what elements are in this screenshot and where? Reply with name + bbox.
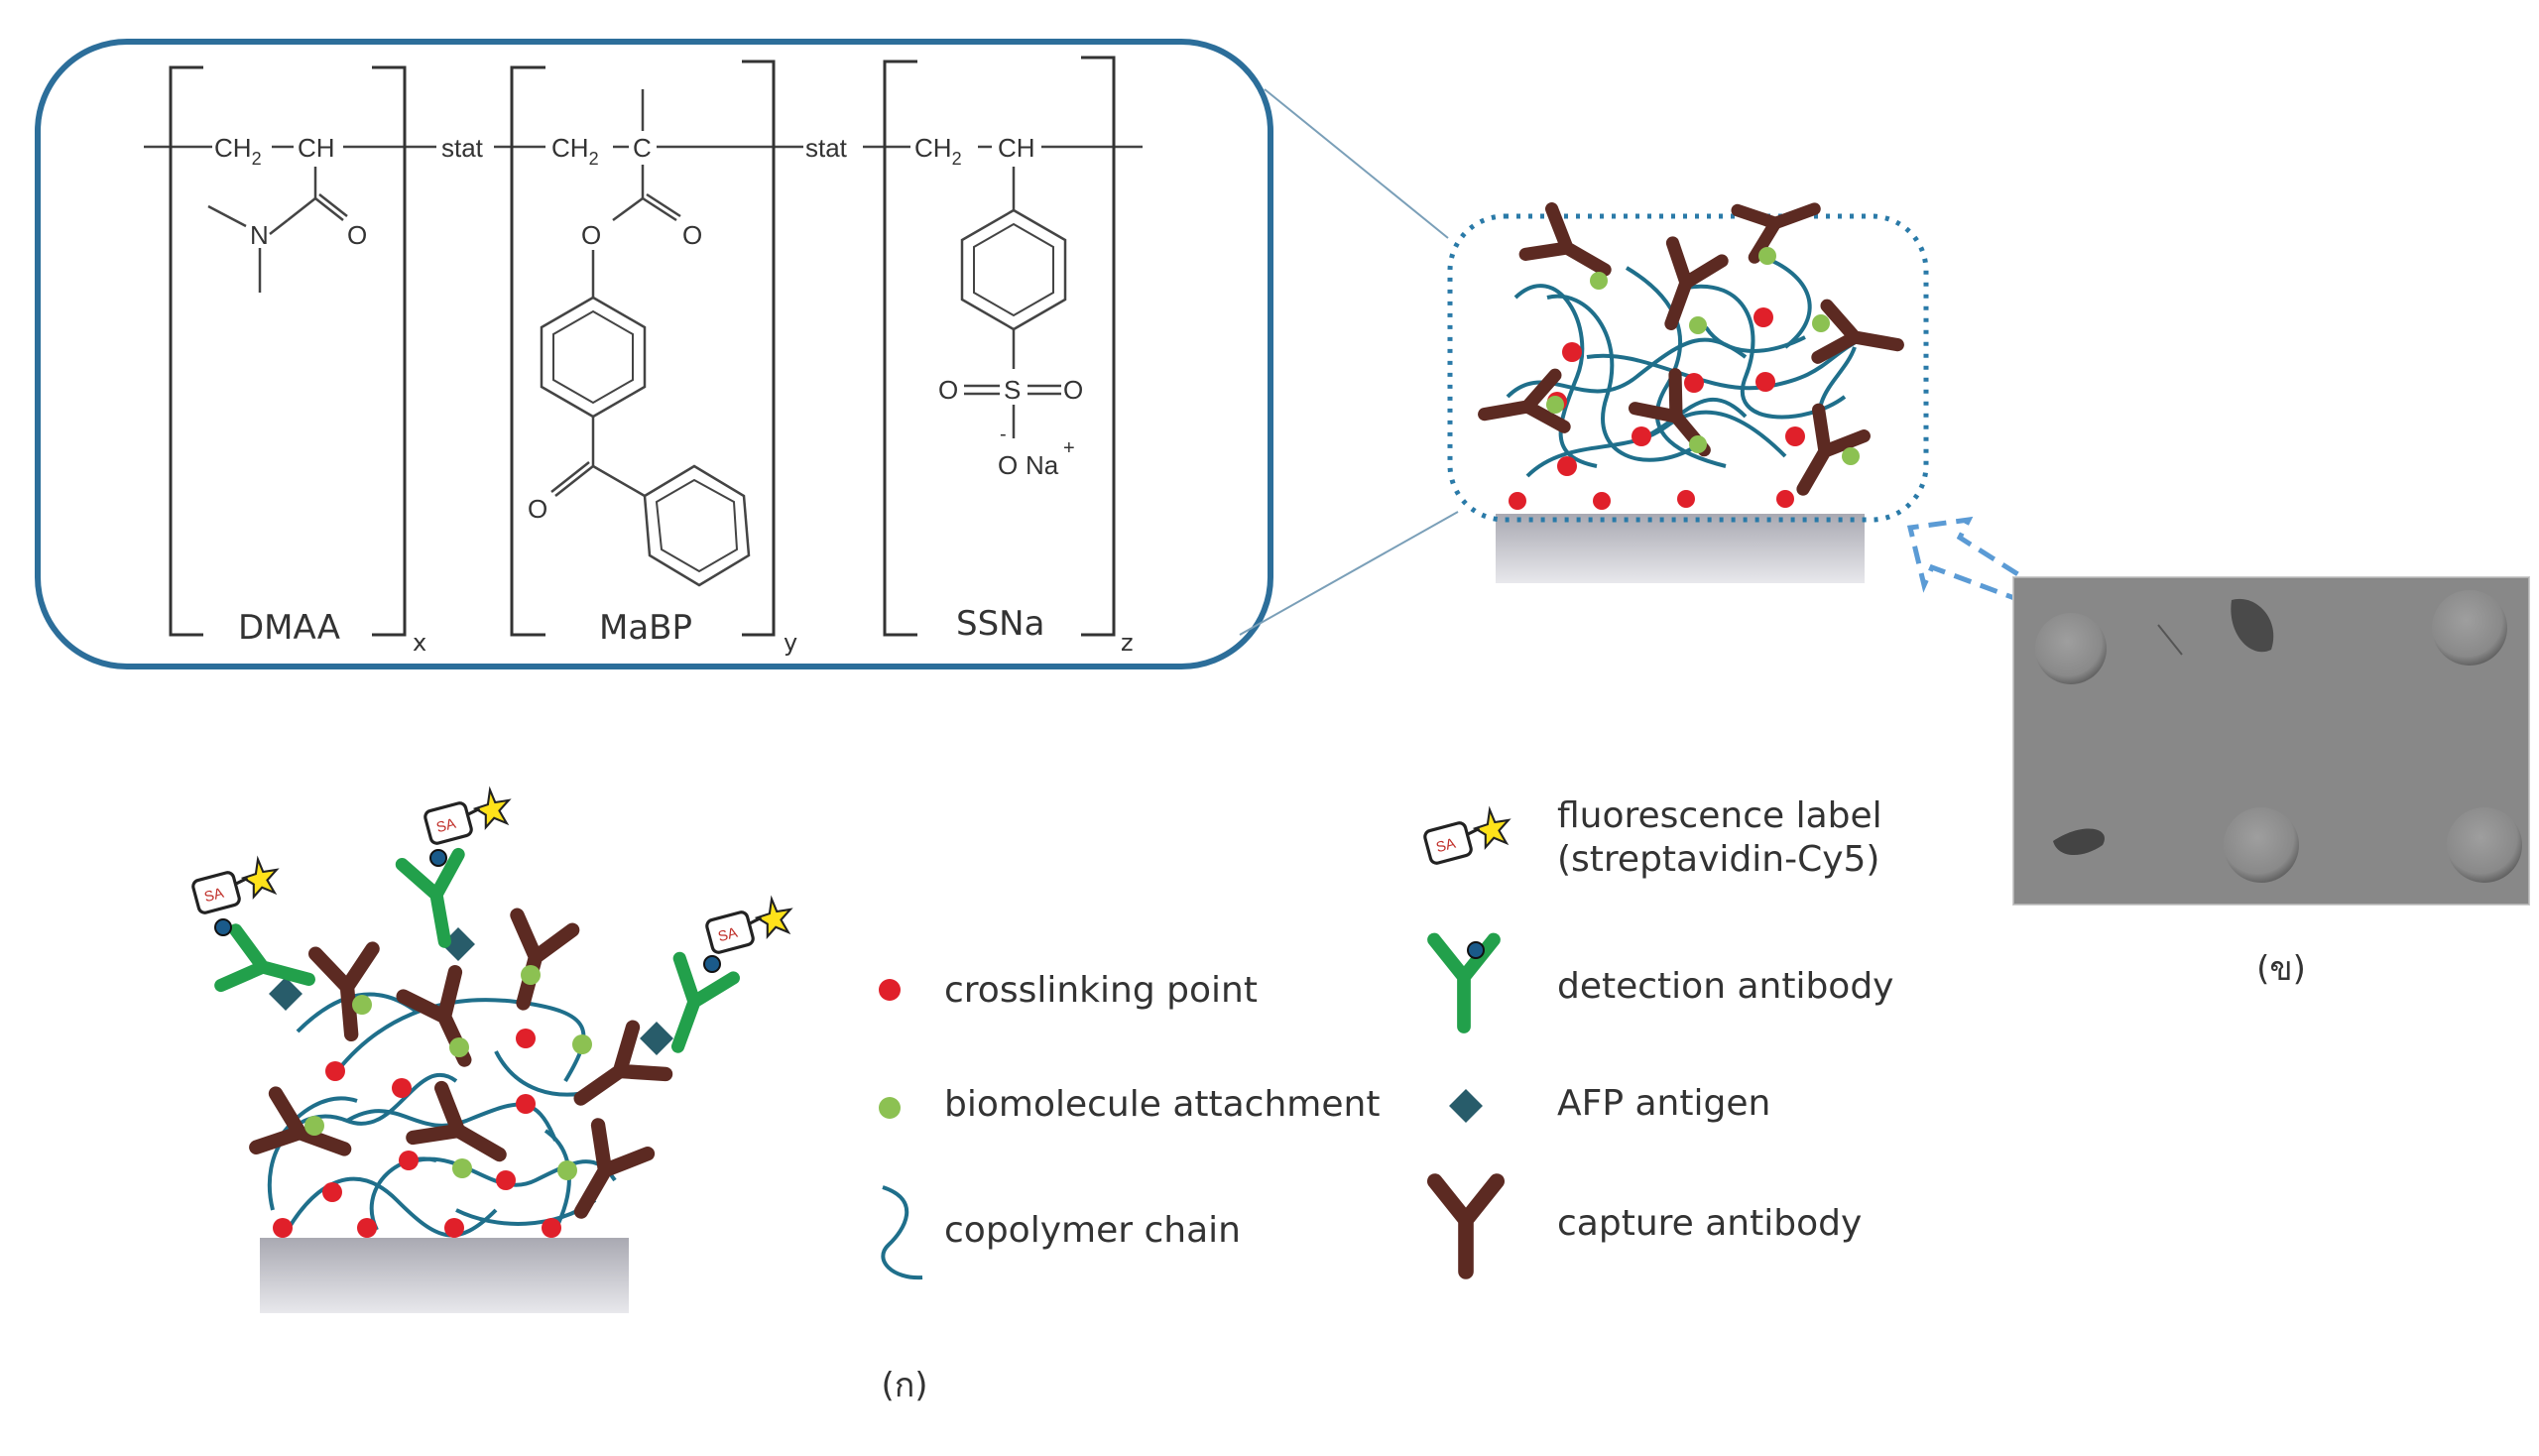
legend-wave-icon xyxy=(881,1185,923,1280)
caption-b: (ข) xyxy=(2256,949,2306,989)
svg-text:+: + xyxy=(1063,437,1075,459)
substrate-bottom xyxy=(260,1238,629,1313)
legend-crosslinking: crosslinking point xyxy=(944,970,1258,1011)
zoom-line-bottom xyxy=(1239,511,1459,636)
unit-name-mabp: MaBP xyxy=(599,608,692,648)
mabp-unit: CH2 C stat O O O xyxy=(528,89,848,587)
unit-name-ssna: SSNa xyxy=(956,604,1044,644)
legend-biomolecule: biomolecule attachment xyxy=(944,1084,1380,1125)
svg-text:C: C xyxy=(633,133,652,163)
svg-text:stat: stat xyxy=(805,133,848,163)
dmaa-unit: CH2 CH stat O N xyxy=(207,133,484,293)
structure-frame xyxy=(35,39,1273,669)
legend-diamond-icon xyxy=(1449,1089,1483,1123)
svg-text:-: - xyxy=(1000,424,1007,445)
legend: crosslinking point biomolecule attachmen… xyxy=(879,795,1894,1280)
svg-text:CH2: CH2 xyxy=(214,133,262,169)
legend-detection: detection antibody xyxy=(1557,966,1894,1007)
svg-text:O: O xyxy=(998,450,1018,480)
svg-text:O: O xyxy=(1063,375,1083,405)
legend-fluorescence-line1: fluorescence label xyxy=(1557,795,1882,836)
brackets xyxy=(169,56,1116,637)
legend-afp: AFP antigen xyxy=(1557,1083,1770,1124)
svg-text:O: O xyxy=(528,494,547,524)
svg-text:CH: CH xyxy=(998,133,1035,163)
unit-sub-y: y xyxy=(784,629,797,657)
unit-sub-z: z xyxy=(1121,629,1134,657)
legend-detection-icon xyxy=(1434,940,1494,1028)
legend-fluorescence-line2: (streptavidin-Cy5) xyxy=(1557,839,1879,880)
svg-text:stat: stat xyxy=(441,133,484,163)
unit-sub-x: x xyxy=(413,629,426,657)
zoom-line-top xyxy=(1264,88,1449,239)
legend-capture-icon xyxy=(1435,1181,1497,1272)
zoom-dotted-frame xyxy=(1447,213,1929,523)
svg-text:CH2: CH2 xyxy=(914,133,962,169)
svg-text:O: O xyxy=(682,220,702,250)
chains-bottom xyxy=(267,992,617,1238)
svg-text:Na: Na xyxy=(1026,450,1059,480)
legend-capture: capture antibody xyxy=(1557,1203,1862,1244)
legend-green-dot-icon xyxy=(879,1097,901,1119)
zoomed-hydrogel xyxy=(1447,185,1929,583)
structure-panel: CH2 CH stat O N CH2 C stat O O xyxy=(35,39,1273,669)
legend-sa-icon xyxy=(1421,807,1511,867)
substrate-top xyxy=(1496,514,1865,583)
caption-a: (ก) xyxy=(881,1366,927,1405)
svg-text:O: O xyxy=(347,220,367,250)
micrograph-photo xyxy=(2012,576,2530,906)
svg-text:CH: CH xyxy=(298,133,335,163)
svg-text:N: N xyxy=(250,220,269,250)
svg-text:CH2: CH2 xyxy=(551,133,599,169)
legend-copolymer-label: copolymer chain xyxy=(944,1210,1241,1251)
ssna-unit: CH2 CH S O O - O Na + xyxy=(914,133,1083,480)
svg-text:O: O xyxy=(581,220,601,250)
svg-text:S: S xyxy=(1004,375,1021,405)
hydrogel-assay xyxy=(189,788,792,1313)
legend-red-dot-icon xyxy=(879,979,901,1001)
unit-name-dmaa: DMAA xyxy=(238,608,340,648)
svg-text:O: O xyxy=(938,375,958,405)
